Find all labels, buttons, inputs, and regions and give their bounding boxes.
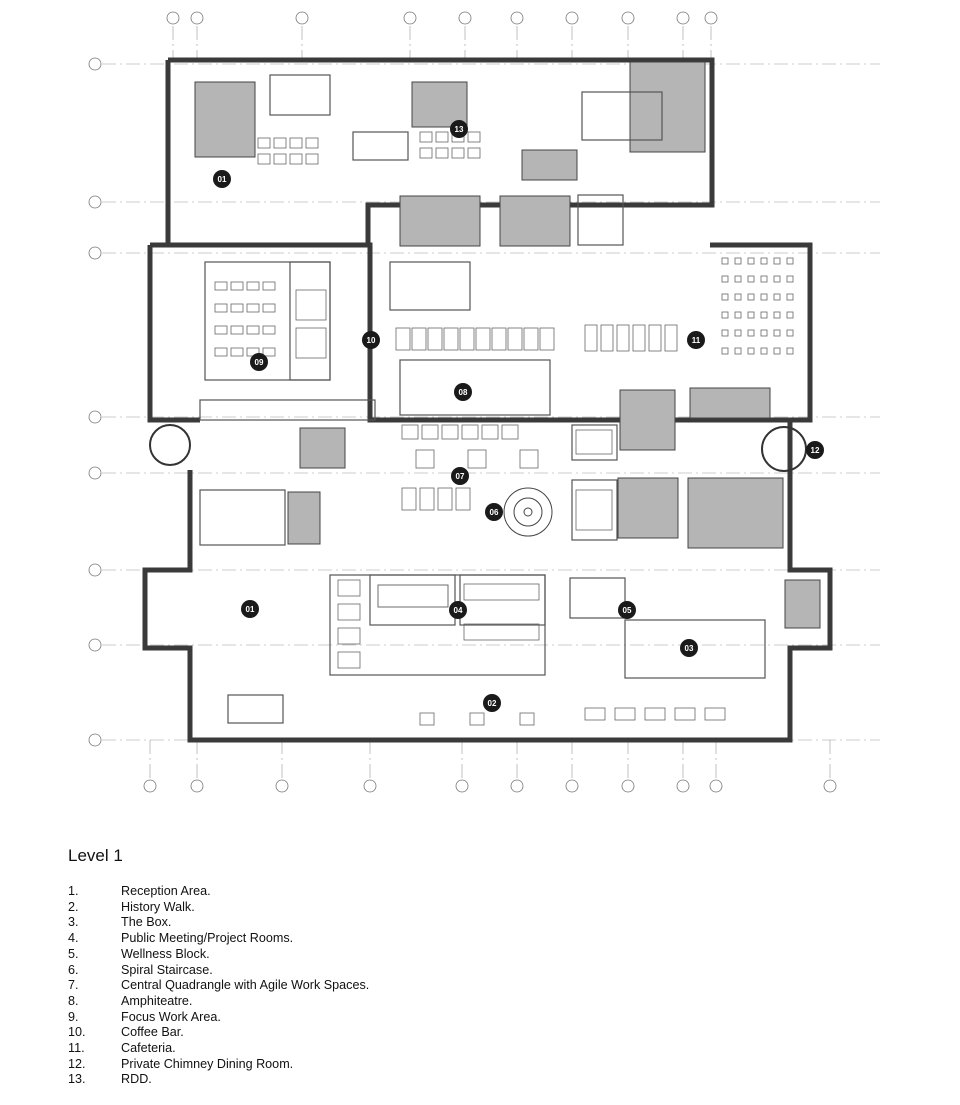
- room-marker: 12: [806, 441, 824, 459]
- legend-item: 13. RDD.: [68, 1072, 768, 1088]
- legend-item-label: History Walk.: [121, 899, 195, 914]
- room-marker: 04: [449, 601, 467, 619]
- shaded-service-cores: [194, 61, 821, 629]
- legend-item: 7. Central Quadrangle with Agile Work Spa…: [68, 978, 768, 994]
- room-marker-label: 03: [685, 644, 694, 653]
- legend: Level 1 1. Reception Area. 2. History Walk.…: [68, 846, 768, 1088]
- legend-item: 10. Coffee Bar.: [68, 1025, 768, 1041]
- legend-item-number: 12.: [68, 1056, 86, 1071]
- room-marker: 10: [362, 331, 380, 349]
- room-marker: 01: [213, 170, 231, 188]
- legend-item-label: Reception Area.: [121, 884, 211, 898]
- legend-item-label: Central Quadrangle with Agile Work Space…: [121, 978, 370, 993]
- room-marker-label: 12: [811, 446, 820, 455]
- legend-item: 1. Reception Area.: [68, 884, 768, 900]
- room-marker: 07: [451, 467, 469, 485]
- room-marker-label: 01: [218, 175, 227, 184]
- room-marker: 03: [680, 639, 698, 657]
- room-marker: 11: [687, 331, 705, 349]
- legend-item-label: Wellness Block.: [121, 946, 210, 961]
- spiral-staircase-drawing: [503, 487, 553, 537]
- legend-item: 8. Amphiteatre.: [68, 994, 768, 1010]
- legend-item-label: Private Chimney Dining Room.: [121, 1056, 294, 1071]
- legend-list: 1. Reception Area. 2. History Walk. 3. The Bo…: [68, 884, 768, 1088]
- legend-item-number: 8.: [68, 993, 79, 1008]
- legend-item: 12. Private Chimney Dining Room.: [68, 1057, 768, 1073]
- interior-partitions: [199, 74, 766, 724]
- legend-item: 11. Cafeteria.: [68, 1041, 768, 1057]
- room-marker-label: 02: [488, 699, 497, 708]
- room-marker: 08: [454, 383, 472, 401]
- room-marker: 01: [241, 600, 259, 618]
- legend-item-number: 7.: [68, 978, 79, 993]
- room-marker: 06: [485, 503, 503, 521]
- legend-item-number: 6.: [68, 962, 79, 977]
- legend-item-number: 9.: [68, 1009, 79, 1024]
- room-marker-label: 13: [455, 125, 464, 134]
- legend-item-number: 3.: [68, 915, 79, 930]
- building-outline: [142, 57, 833, 743]
- room-marker-label: 04: [454, 606, 463, 615]
- room-marker-label: 10: [367, 336, 376, 345]
- room-marker-label: 11: [692, 336, 701, 345]
- legend-item: 9. Focus Work Area.: [68, 1010, 768, 1026]
- legend-item-number: 13.: [68, 1072, 86, 1087]
- legend-item: 4. Public Meeting/Project Rooms.: [68, 931, 768, 947]
- legend-item-number: 2.: [68, 899, 79, 914]
- legend-item-label: Amphiteatre.: [121, 993, 193, 1008]
- legend-item-label: Cafeteria.: [121, 1041, 176, 1056]
- room-marker: 13: [450, 120, 468, 138]
- legend-item-label: Focus Work Area.: [121, 1009, 221, 1024]
- room-marker-label: 09: [255, 358, 264, 367]
- room-marker-label: 05: [623, 606, 632, 615]
- legend-item-number: 4.: [68, 931, 79, 946]
- legend-item-label: Coffee Bar.: [121, 1025, 184, 1040]
- legend-item-label: RDD.: [121, 1072, 152, 1087]
- room-marker: 05: [618, 601, 636, 619]
- room-markers: 01 01 02 03 04 05 06 07 08 09 10 11 12 13: [213, 120, 824, 712]
- legend-item-label: Public Meeting/Project Rooms.: [121, 931, 294, 946]
- legend-item: 6. Spiral Staircase.: [68, 963, 768, 979]
- floor-plan: 01 01 02 03 04 05 06 07 08 09 10 11 12 13: [88, 11, 880, 793]
- room-marker-label: 08: [459, 388, 468, 397]
- legend-item: 5. Wellness Block.: [68, 947, 768, 963]
- legend-item-number: 11.: [68, 1041, 85, 1056]
- grid-bubbles: [88, 11, 837, 793]
- room-marker: 02: [483, 694, 501, 712]
- legend-item: 2. History Walk.: [68, 900, 768, 916]
- room-marker-label: 01: [246, 605, 255, 614]
- legend-item-number: 10.: [68, 1025, 86, 1040]
- legend-item-number: 5.: [68, 946, 79, 961]
- legend-item-number: 1.: [68, 884, 79, 898]
- legend-item-label: Spiral Staircase.: [121, 962, 213, 977]
- room-marker-label: 06: [490, 508, 499, 517]
- legend-item-label: The Box.: [121, 915, 172, 930]
- legend-item: 3. The Box.: [68, 915, 768, 931]
- room-marker: 09: [250, 353, 268, 371]
- room-marker-label: 07: [456, 472, 465, 481]
- legend-title: Level 1: [68, 846, 123, 865]
- private-chimney-drawing: [149, 424, 807, 472]
